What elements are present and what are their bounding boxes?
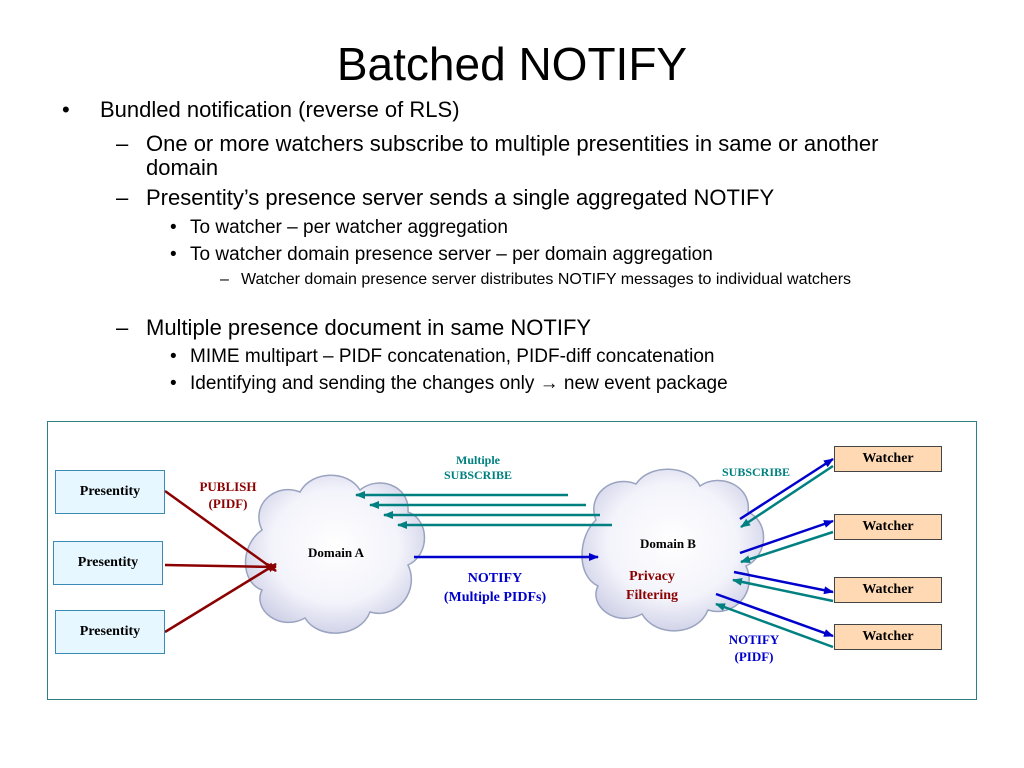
watcher-box: Watcher (834, 446, 942, 472)
publish-arrow (164, 562, 277, 634)
watcher-notify-arrow (739, 457, 834, 521)
bullet: • (62, 97, 70, 122)
outline-item-per-watcher: To watcher – per watcher aggregation (190, 217, 508, 238)
notify-pidf-line: (PIDF) (734, 649, 774, 664)
outline-item-changes-only: Identifying and sending the changes only… (190, 373, 728, 395)
notify-multiple-line: (Multiple PIDFs) (443, 590, 547, 605)
watcher-notify-arrow (715, 592, 834, 638)
privacy-filtering-line: Filtering (625, 588, 679, 603)
publish-arrow (164, 489, 277, 573)
bullet: • (170, 346, 177, 367)
presentity-box: Presentity (53, 541, 163, 585)
outline-item-bundled: Bundled notification (reverse of RLS) (100, 97, 460, 122)
slide-title: Batched NOTIFY (336, 38, 688, 90)
publish-label-line: (PIDF) (208, 496, 248, 511)
dash: – (116, 185, 129, 210)
dash: – (116, 315, 129, 340)
dash: – (116, 131, 129, 156)
presentity-box: Presentity (55, 470, 165, 514)
watcher-subscribe-arrow (740, 530, 834, 564)
right-arrow-icon: → (539, 373, 559, 394)
multiple-subscribe-line: SUBSCRIBE (443, 468, 513, 482)
bullet: • (170, 217, 177, 238)
outline-item-per-domain: To watcher domain presence server – per … (190, 244, 713, 265)
watcher-subscribe-arrow (740, 464, 834, 529)
outline-text: new event package (558, 373, 728, 394)
outline-item-single-notify: Presentity’s presence server sends a sin… (146, 185, 775, 210)
diagram-frame (47, 421, 977, 700)
notify-pidf-label: NOTIFY (PIDF) (714, 631, 794, 665)
publish-arrow (164, 562, 277, 571)
watcher-subscribe-arrow (715, 602, 834, 649)
presentity-box: Presentity (55, 610, 165, 654)
outline-item-mime: MIME multipart – PIDF concatenation, PID… (190, 346, 715, 367)
watcher-box: Watcher (834, 624, 942, 650)
domain-a-cloud (244, 474, 426, 634)
publish-label: PUBLISH (PIDF) (183, 478, 273, 512)
subscribe-label: SUBSCRIBE (721, 465, 791, 479)
domain-b-cloud (581, 468, 765, 632)
bullet: • (170, 373, 177, 394)
publish-label-line: PUBLISH (199, 479, 257, 494)
privacy-filtering-line: Privacy (629, 569, 675, 584)
privacy-filtering-label: Privacy Filtering (612, 567, 692, 605)
outline-text: Identifying and sending the changes only (190, 373, 540, 394)
domain-b-label: Domain B (640, 536, 696, 551)
outline-item-distributes: Watcher domain presence server distribut… (241, 271, 852, 288)
outline-item-watchers-subscribe: One or more watchers subscribe to multip… (146, 131, 879, 180)
watcher-notify-arrow (733, 570, 834, 595)
multiple-subscribe-label: Multiple SUBSCRIBE (428, 453, 528, 483)
notify-multiple-label: NOTIFY (Multiple PIDFs) (420, 569, 570, 607)
notify-pidf-line: NOTIFY (728, 632, 780, 647)
outline-item-multiple-docs: Multiple presence document in same NOTIF… (146, 315, 592, 340)
watcher-box: Watcher (834, 577, 942, 603)
domain-a-label: Domain A (308, 545, 364, 560)
watcher-notify-arrow (739, 519, 834, 555)
notify-multiple-line: NOTIFY (467, 571, 523, 586)
watcher-subscribe-arrow (732, 577, 834, 603)
dash: – (220, 271, 229, 288)
bullet: • (170, 244, 177, 265)
multiple-subscribe-line: Multiple (456, 453, 500, 467)
watcher-box: Watcher (834, 514, 942, 540)
